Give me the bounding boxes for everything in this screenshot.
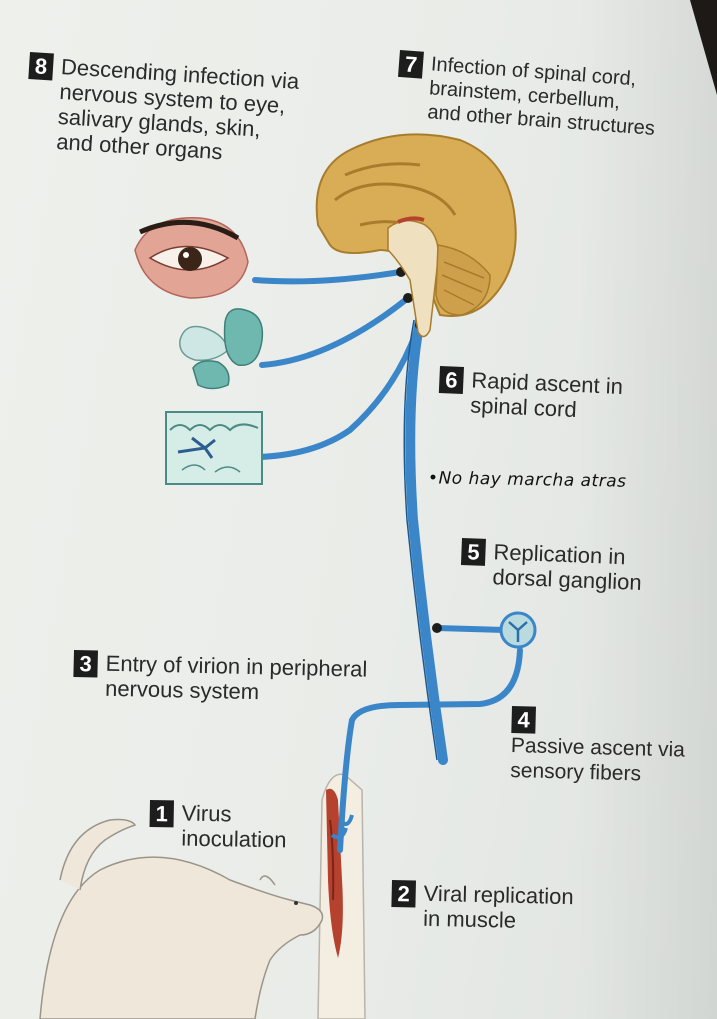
step-6-text: Rapid ascent in spinal cord [470,367,624,424]
dorsal-ganglion-icon [501,613,535,647]
skin-section-illustration [166,412,262,484]
step-1-text: Virus inoculation [181,801,287,853]
step-5-number: 5 [461,538,486,566]
step-6-number: 6 [439,366,464,394]
brain-illustration [317,134,516,336]
step-3-number: 3 [73,650,98,678]
step-4-number: 4 [511,706,536,734]
step-2-number: 2 [391,880,416,908]
step-4-label: 4Passive ascent via sensory fibers [510,706,717,788]
step-4-text: Passive ascent via sensory fibers [510,733,685,788]
step-8-number: 8 [28,52,54,80]
handwritten-note: •No hay marcha atras [428,468,627,491]
eye-illustration [135,218,248,298]
step-1-number: 1 [150,800,174,827]
step-2-text: Viral replication in muscle [423,881,574,934]
step-7-number: 7 [398,50,424,79]
step-8-text: Descending infection via nervous system … [56,54,300,169]
step-3-text: Entry of virion in peripheral nervous sy… [105,651,368,707]
salivary-glands-illustration [180,309,263,389]
step-1-label: 1 Virus inoculation [149,800,287,852]
step-5-text: Replication in dorsal ganglion [492,539,643,595]
